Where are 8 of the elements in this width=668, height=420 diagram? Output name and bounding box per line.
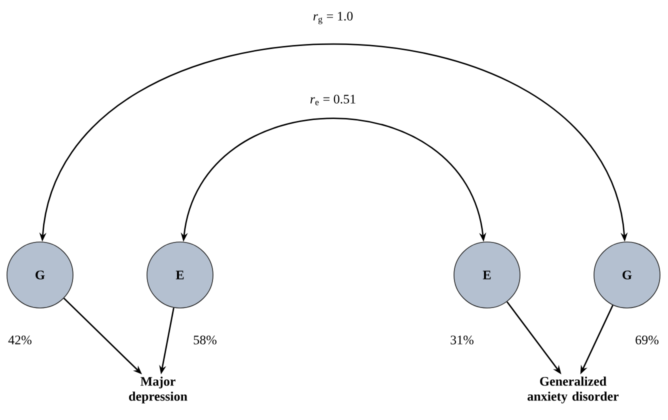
- outcome-label: Major depression: [129, 376, 188, 404]
- edge-label: 42%: [7, 334, 33, 346]
- edge-label: 31%: [449, 334, 475, 346]
- edge-label: 58%: [192, 334, 218, 346]
- outcome-label: Generalized anxiety disorder: [528, 376, 619, 404]
- edge-label: r$_{g}$ = 1.0: [312, 10, 354, 26]
- edge-label: 69%: [634, 334, 660, 346]
- edge-label: r$_{e}$ = 0.51: [308, 94, 358, 106]
